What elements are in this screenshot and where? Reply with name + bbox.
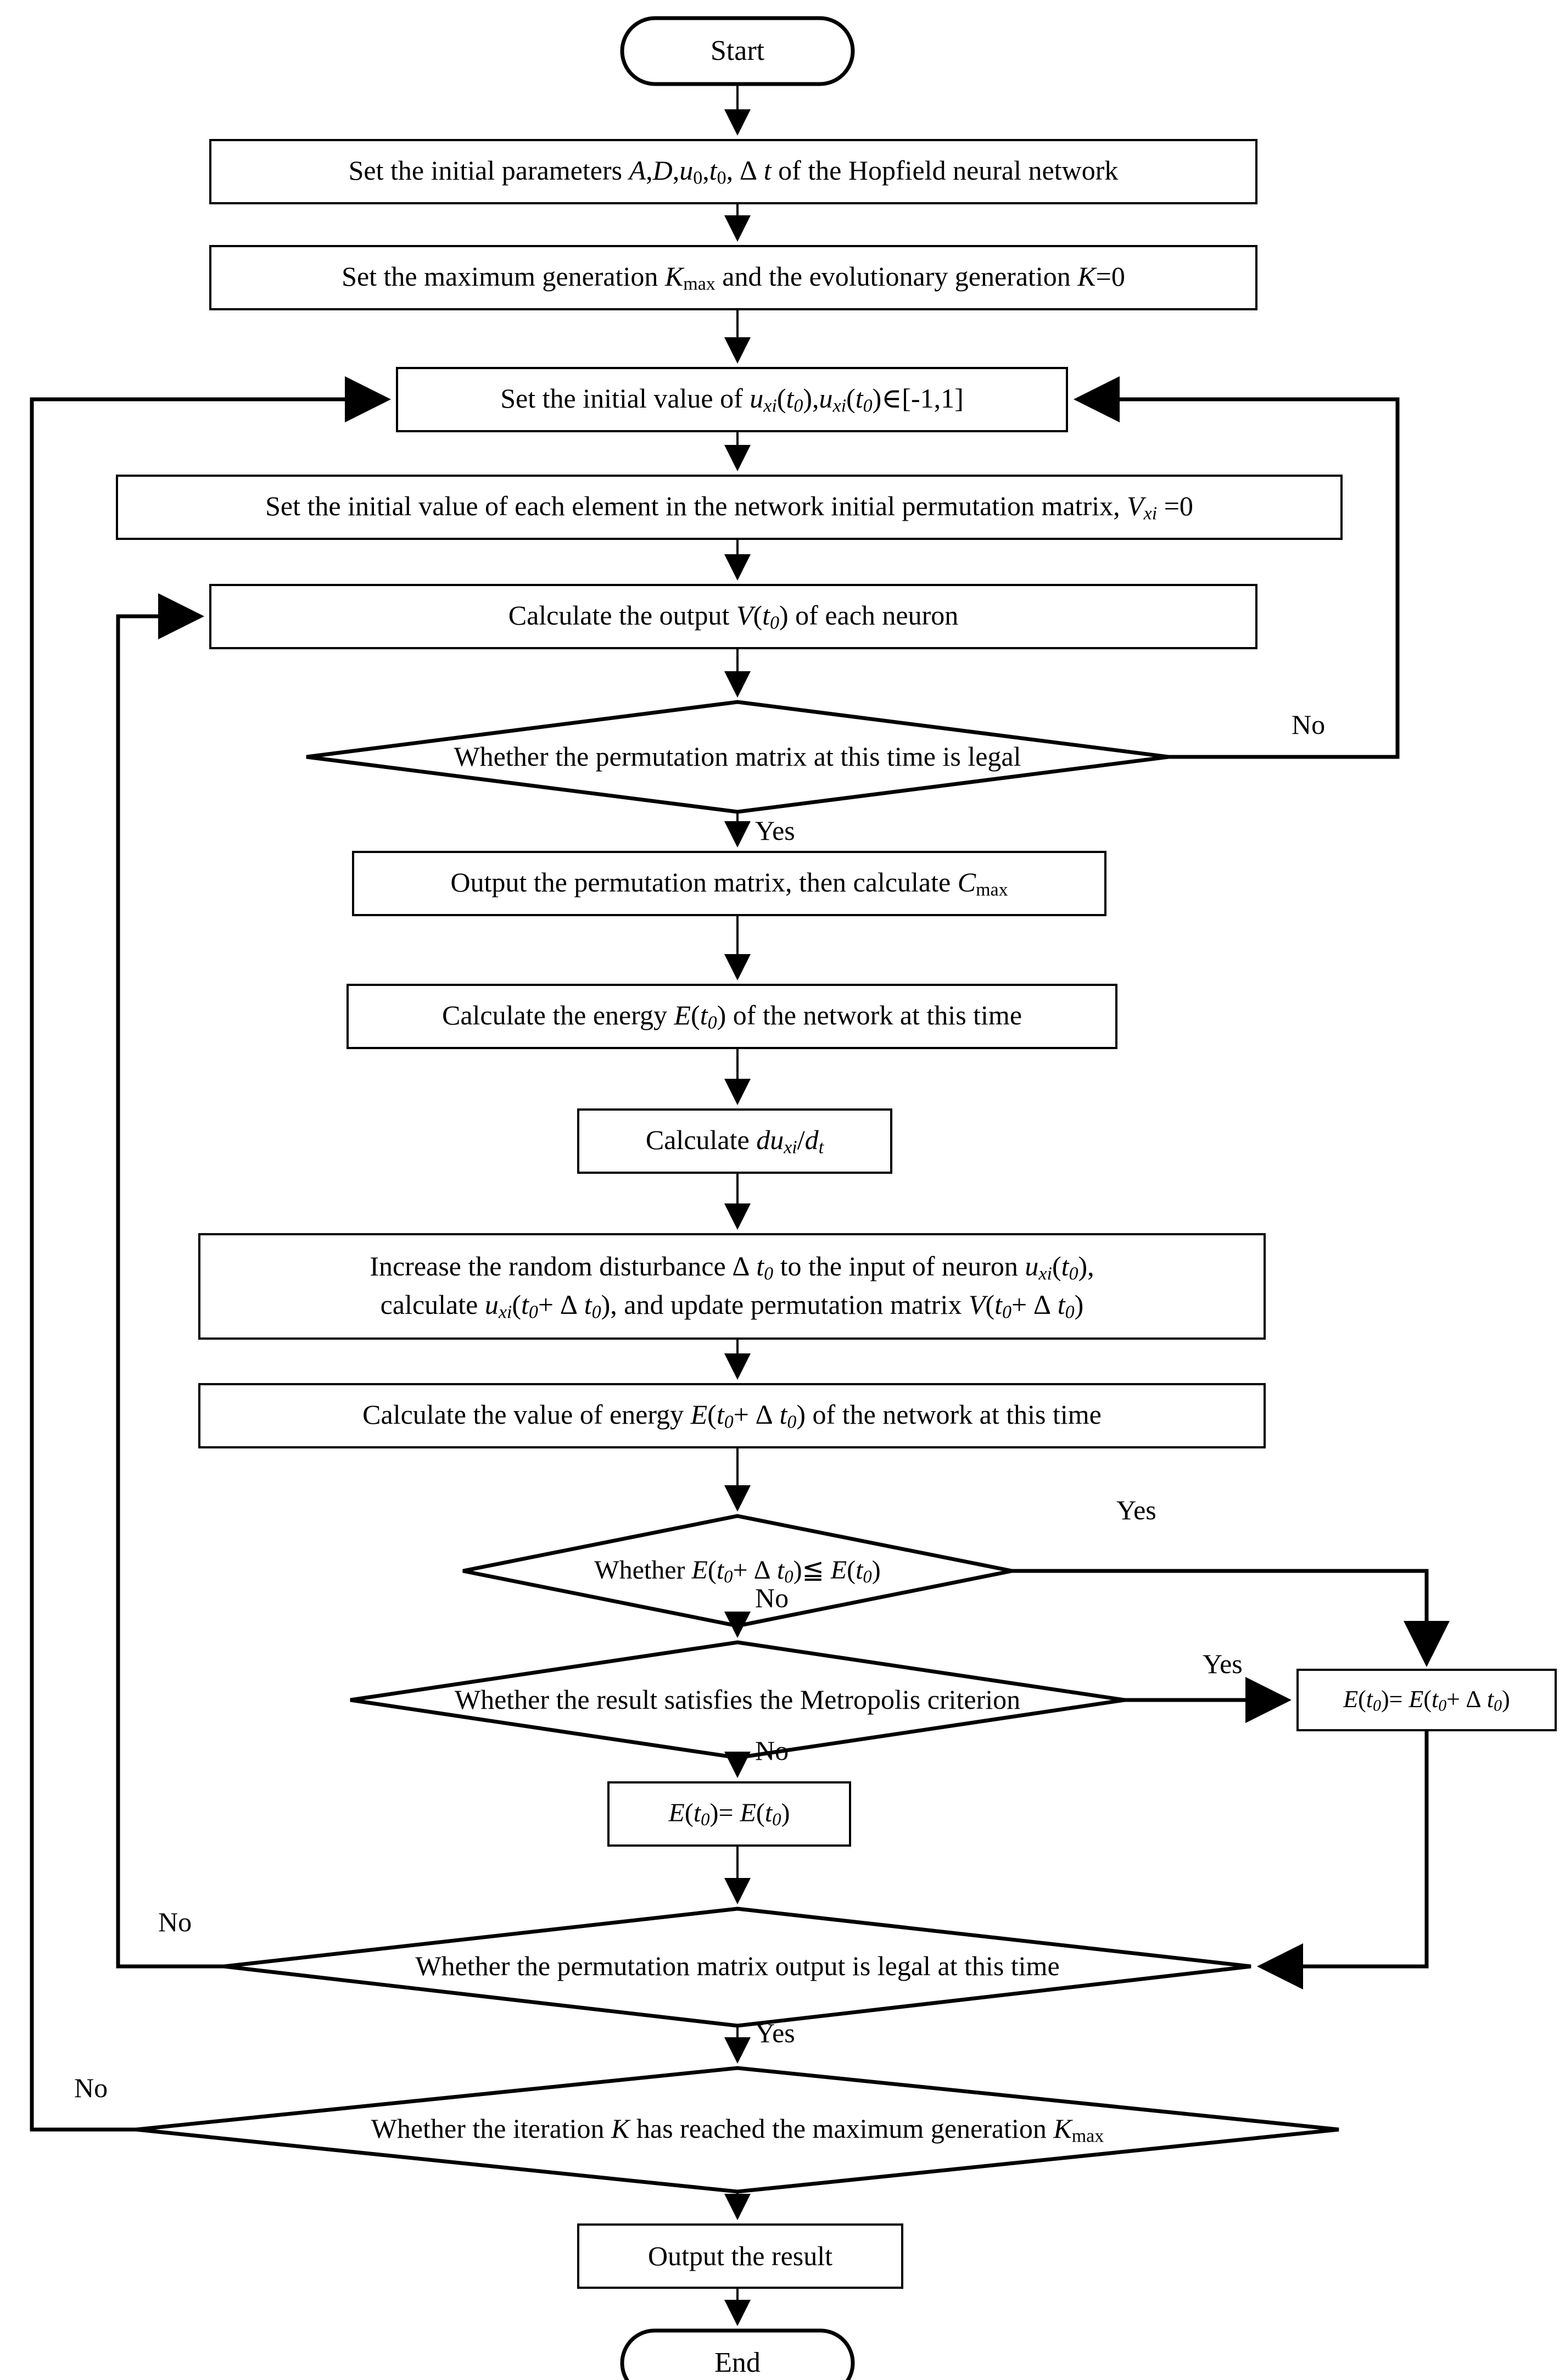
- node-d-energy-shape: [462, 1514, 1013, 1628]
- node-output-matrix-shape: [352, 851, 1106, 916]
- edge-label-legal2-yes: Yes: [755, 2017, 795, 2048]
- node-set-init-u-shape: [396, 367, 1068, 432]
- node-calc-output-shape: [209, 584, 1257, 649]
- edge-label-legal1-no: No: [1292, 709, 1326, 740]
- node-output-result-shape: [577, 2223, 903, 2289]
- node-end-shape: [620, 2328, 855, 2380]
- edge-iteration-no-loop: [30, 376, 391, 2132]
- edge-label-metropolis-yes: Yes: [1203, 1648, 1243, 1679]
- node-d-metropolis-shape: [350, 1640, 1125, 1760]
- edge-label-legal1-yes: Yes: [755, 815, 795, 846]
- node-set-params-shape: [209, 139, 1257, 204]
- edge-label-iteration-no: No: [74, 2072, 108, 2103]
- node-assign-new-shape: [1296, 1669, 1557, 1731]
- edge-legal2-no-loop: [116, 593, 224, 1969]
- node-set-init-v-shape: [116, 475, 1343, 540]
- edge-label-metropolis-no: No: [755, 1735, 789, 1766]
- edge-assignnew-to-legal2: [1257, 1730, 1429, 1989]
- node-d-legal2-shape: [223, 1907, 1251, 2028]
- edge-denergy-yes-to-assignnew: [1012, 1569, 1450, 1667]
- node-set-generation-shape: [209, 245, 1257, 310]
- edge-label-energy-yes: Yes: [1116, 1495, 1156, 1525]
- node-d-legal1-shape: [306, 700, 1169, 814]
- node-start-shape: [620, 16, 855, 86]
- node-d-iteration-shape: [136, 2066, 1339, 2194]
- edge-label-legal2-no: No: [158, 1907, 192, 1937]
- node-disturb-shape: [198, 1233, 1266, 1340]
- node-assign-same-shape: [607, 1781, 851, 1847]
- edge-legal1-no-loop: [1074, 376, 1400, 759]
- node-calc-energy-shape: [346, 984, 1117, 1049]
- node-calc-energy2-shape: [198, 1383, 1266, 1448]
- node-calc-du-shape: [577, 1108, 892, 1174]
- edge-label-energy-no: No: [755, 1582, 789, 1613]
